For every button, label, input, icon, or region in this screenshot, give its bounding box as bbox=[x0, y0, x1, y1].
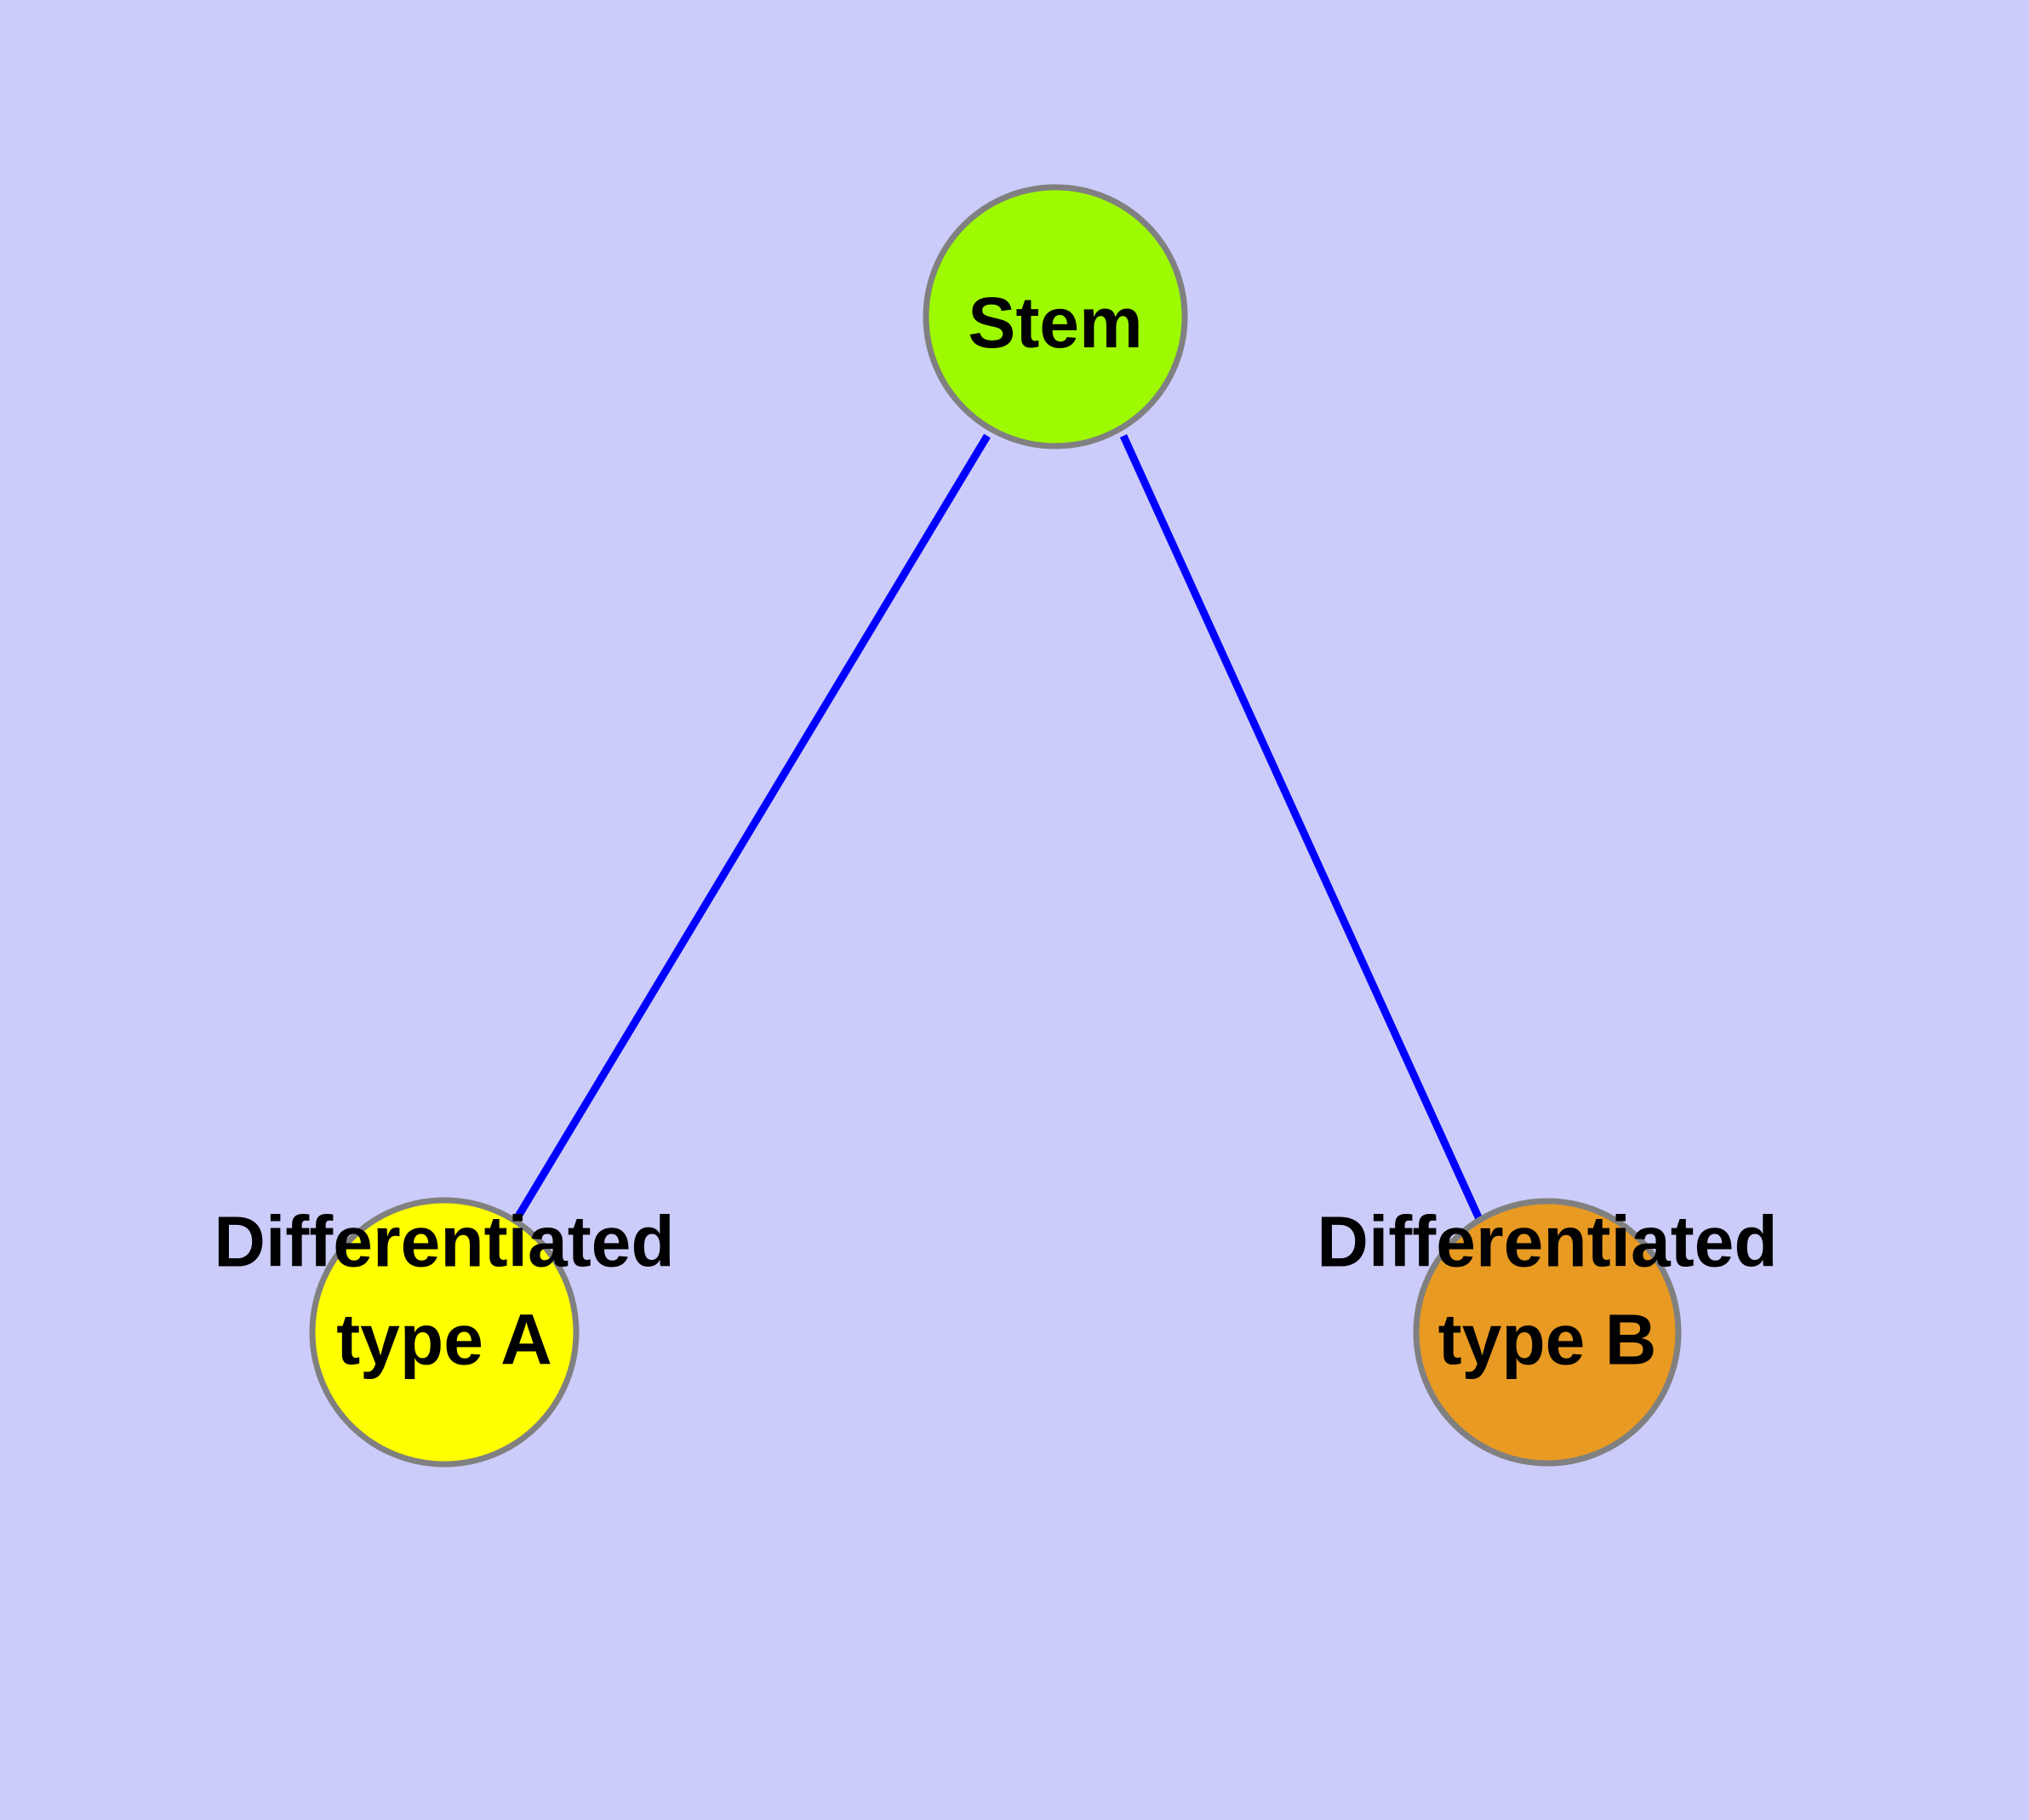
node-diff_b[interactable]: Differentiated type B bbox=[1317, 1198, 1778, 1467]
node-label-diff_b-line-2: type B bbox=[1438, 1300, 1657, 1380]
node-label-stem-line-1: Stem bbox=[968, 283, 1142, 363]
node-circle-diff_a[interactable] bbox=[309, 1197, 580, 1468]
node-circle-diff_b[interactable] bbox=[1413, 1198, 1682, 1467]
node-label-diff_b-line-1: Differentiated bbox=[1317, 1202, 1777, 1282]
node-stem[interactable]: Stem bbox=[923, 184, 1188, 449]
node-label-diff_a-line-2: type A bbox=[336, 1300, 552, 1380]
edges-layer bbox=[513, 433, 1483, 1222]
edge-stem-to-diff-b[interactable] bbox=[1119, 434, 1483, 1221]
node-label-diff_a-line-1: Differentiated bbox=[214, 1202, 674, 1282]
edge-stem-to-diff-a[interactable] bbox=[513, 433, 991, 1222]
node-diff_a[interactable]: Differentiated type A bbox=[214, 1197, 675, 1468]
node-circle-stem[interactable] bbox=[923, 184, 1188, 449]
